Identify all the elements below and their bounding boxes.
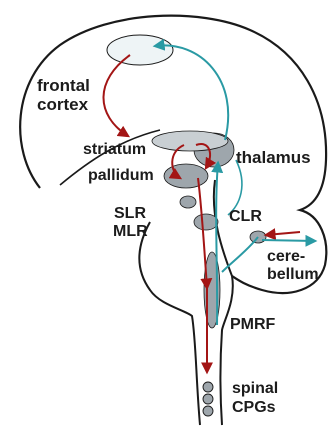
label-cerebellum-line2: bellum: [267, 267, 319, 283]
label-frontal-cortex-line1: frontal: [37, 77, 90, 94]
label-clr: CLR: [229, 209, 262, 225]
brainstem-outline-left: [139, 222, 200, 425]
mlr-region: [194, 214, 218, 230]
pmrf-ascending-pathway: [216, 163, 218, 325]
label-cerebellum: cere- bellum: [267, 249, 319, 283]
slr-region: [180, 196, 196, 208]
spinal-cpg-circle: [203, 394, 213, 404]
striatum-region: [152, 131, 228, 151]
label-spinal-cpgs-line2: CPGs: [232, 400, 278, 416]
pallidum-region: [164, 164, 208, 188]
label-slr: SLR: [114, 206, 146, 222]
cortex-to-striatum-pathway: [103, 55, 130, 136]
label-spinal-cpgs-line1: spinal: [232, 381, 278, 397]
clr-input-pathway: [266, 232, 300, 235]
label-cerebellum-line1: cere-: [267, 249, 319, 265]
label-spinal-cpgs: spinal CPGs: [232, 381, 278, 416]
label-striatum: striatum: [83, 142, 146, 158]
label-pmrf: PMRF: [230, 317, 275, 333]
thalamus-side-pathway: [228, 160, 242, 215]
label-frontal-cortex-line2: cortex: [37, 96, 90, 113]
spinal-cpg-circle: [203, 382, 213, 392]
label-frontal-cortex: frontal cortex: [37, 77, 90, 113]
label-thalamus: thalamus: [236, 149, 311, 166]
clr-output-pathway: [222, 237, 258, 272]
frontal-cortex-region: [107, 35, 173, 65]
spinal-cpg-circle: [203, 406, 213, 416]
pallidum-to-pmrf-pathway: [198, 178, 207, 288]
label-mlr: MLR: [113, 224, 148, 240]
cerebellum-output-pathway: [262, 240, 315, 241]
label-pallidum: pallidum: [88, 168, 154, 184]
